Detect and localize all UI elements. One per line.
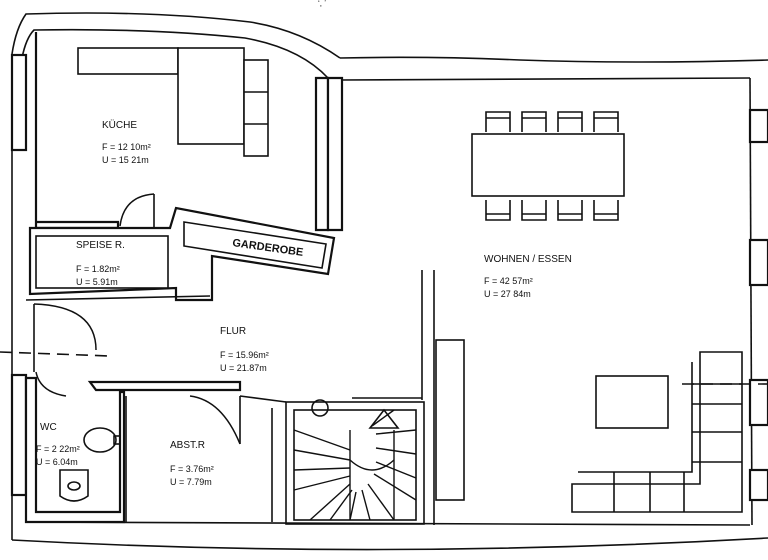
coffee-table — [595, 375, 669, 429]
dining-table — [471, 133, 625, 197]
outer-wall-bottom — [11, 537, 768, 551]
stair-tread-7 — [349, 491, 357, 521]
stair-walkline — [349, 459, 395, 471]
kitchen-door-arc — [119, 193, 155, 227]
outer-wall-right — [749, 77, 753, 526]
chair-top-3 — [557, 111, 583, 132]
staircase — [285, 399, 425, 525]
top-mark: ʻ, ʼ — [318, 0, 326, 8]
stair-tread-14 — [371, 409, 395, 427]
speise-room — [35, 235, 169, 289]
chair-top-2 — [521, 111, 547, 132]
abstr-area: F = 3.76m² — [170, 464, 214, 474]
wc-name: WC — [40, 422, 57, 433]
kitchen-perimeter: U = 15 21m — [102, 155, 149, 165]
wc-perimeter: U = 6.04m — [36, 457, 78, 467]
abstr-perimeter: U = 7.79m — [170, 477, 212, 487]
chair-bottom-2 — [521, 200, 547, 221]
window-left-1 — [10, 53, 28, 152]
wc-sink — [83, 427, 117, 453]
flur-bottom-wall — [239, 395, 287, 403]
garderobe-box — [183, 221, 327, 269]
kitchen-area: F = 12 10m² — [102, 142, 151, 152]
outer-wall-top-left-inner — [21, 28, 329, 79]
stair-outline — [285, 401, 425, 525]
wc-area: F = 2 22m² — [36, 444, 80, 454]
chair-top-1 — [485, 111, 511, 132]
wohnen-name: WOHNEN / ESSEN — [484, 254, 572, 265]
living-sideboard — [435, 339, 465, 501]
wc-sink-tap — [113, 435, 121, 445]
stair-arrow — [368, 408, 400, 429]
partition-wall — [326, 76, 344, 232]
speise-area: F = 1.82m² — [76, 264, 120, 274]
chair-bottom-3 — [557, 200, 583, 221]
stair-tread-1 — [293, 429, 351, 451]
abstr-door-arc — [189, 395, 241, 445]
wohnen-area: F = 42 57m² — [484, 276, 533, 286]
window-left-2 — [10, 373, 28, 497]
flur-perimeter: U = 21.87m — [220, 363, 267, 373]
stair-tread-9 — [367, 483, 395, 521]
outer-wall-top-right-inner — [339, 77, 751, 81]
kitchen-wall-right — [314, 76, 330, 232]
stair-tread-8 — [361, 489, 371, 521]
stair-tread-3 — [293, 467, 351, 471]
dining-chairs-bottom — [485, 200, 619, 221]
kitchen-unit-2 — [243, 59, 269, 157]
stair-tread-6 — [329, 489, 353, 521]
outer-wall-top-right — [339, 56, 768, 63]
chair-bottom-1 — [485, 200, 511, 221]
corner-sofa — [571, 351, 743, 513]
window-right-2 — [748, 238, 768, 287]
stair-post — [311, 399, 329, 417]
stair-tread-12 — [375, 447, 417, 455]
stair-inner — [293, 409, 417, 521]
abstr-walls — [87, 380, 242, 392]
dining-chairs-top — [485, 111, 619, 132]
flur-name: FLUR — [220, 326, 246, 337]
stair-tread-11 — [375, 461, 417, 479]
wohnen-perimeter: U = 27 84m — [484, 289, 531, 299]
section-line-left — [0, 351, 111, 357]
kitchen-unit-1 — [177, 47, 245, 145]
window-right-4 — [748, 468, 768, 502]
sofa-seat-edge — [578, 362, 693, 473]
wc-toilet-bowl — [67, 481, 81, 491]
kitchen-counter-top — [77, 47, 179, 75]
abstr-name: ABST.R — [170, 440, 205, 451]
wc-walls — [24, 376, 126, 524]
flur-top-wall — [25, 295, 211, 301]
wc-toilet — [59, 469, 89, 502]
chair-top-4 — [593, 111, 619, 132]
window-right-3 — [748, 378, 768, 427]
stair-tread-10 — [373, 473, 417, 501]
kitchen-name: KÜCHE — [102, 119, 137, 131]
stair-tread-2 — [293, 449, 351, 461]
flur-area: F = 15.96m² — [220, 350, 269, 360]
stair-tread-13 — [375, 429, 417, 435]
stair-tread-5 — [309, 483, 351, 521]
speise-name: SPEISE R. — [76, 240, 125, 251]
outer-wall-top-left — [11, 12, 341, 59]
entry-door-arc — [33, 303, 97, 351]
stair-tread-4 — [293, 475, 351, 491]
chair-bottom-4 — [593, 200, 619, 221]
speise-perimeter: U = 5.91m — [76, 277, 118, 287]
wc-door-arc — [35, 371, 67, 397]
window-right-1 — [748, 108, 768, 144]
